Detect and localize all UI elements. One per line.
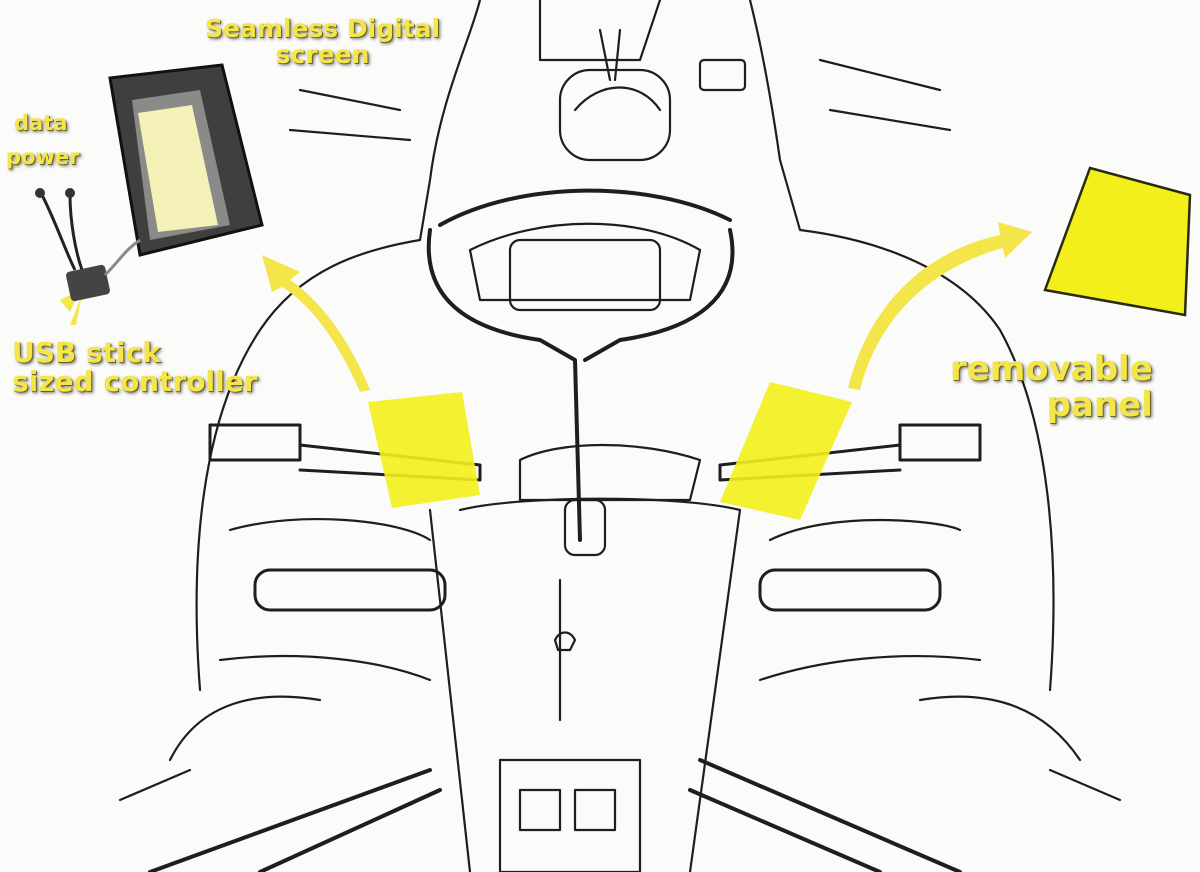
cockpit-opening xyxy=(518,443,702,502)
left-suspension-arms xyxy=(148,768,442,872)
arrow-icon xyxy=(848,222,1032,390)
controller-body xyxy=(66,264,110,302)
sidepod-lower-lines xyxy=(218,654,982,682)
screen-label: Seamless Digital screen xyxy=(205,14,441,70)
right-sidepod-inlet xyxy=(758,568,942,612)
screen-cable xyxy=(103,238,141,277)
panel-label-line2: panel xyxy=(1046,384,1153,425)
left-sidepod-inlet xyxy=(253,568,447,612)
cockpit-rear xyxy=(508,238,662,312)
sketch-lines xyxy=(288,58,952,142)
rear-bodywork-lines xyxy=(168,695,322,762)
front-wing-mount xyxy=(518,788,562,832)
arrow-icon xyxy=(60,110,196,325)
sidepod-upper-lines xyxy=(228,518,962,542)
left-bodywork xyxy=(195,0,482,692)
halo xyxy=(426,228,735,542)
screen-display xyxy=(138,105,218,232)
power-connector xyxy=(65,188,75,198)
screen-label-line2: screen xyxy=(275,40,370,70)
right-bodywork xyxy=(748,0,1055,692)
cockpit-rear xyxy=(468,222,702,302)
airbox xyxy=(538,0,662,62)
panel-label: removable panel xyxy=(950,349,1153,425)
camera-pod xyxy=(698,58,747,92)
halo-top xyxy=(438,188,732,227)
data-power-cables xyxy=(40,194,84,271)
controller-label: USB stick sized controller xyxy=(12,338,258,397)
halo-pillar-base xyxy=(563,498,607,557)
rear-bodywork-lines xyxy=(918,695,1082,762)
front-wing-mount xyxy=(573,788,617,832)
nose-detail xyxy=(553,578,577,722)
arrow-icon xyxy=(262,255,370,392)
left-panel-highlight xyxy=(368,392,480,508)
engine-cover-intake xyxy=(573,86,662,112)
controller-label-line1: USB stick xyxy=(12,336,161,369)
removable-panel-illustration xyxy=(1043,166,1192,317)
digital-screen-device xyxy=(108,63,264,257)
data-label: data xyxy=(14,111,68,135)
front-wing-mount xyxy=(498,758,642,872)
data-connector xyxy=(35,188,45,198)
right-panel-highlight xyxy=(720,382,852,520)
usb-controller xyxy=(35,188,141,302)
panel-label-line1: removable xyxy=(950,349,1153,389)
power-label: power xyxy=(6,145,80,169)
airbox-strut xyxy=(598,28,622,82)
controller-label-line2: sized controller xyxy=(12,365,258,399)
screen-label-line1: Seamless Digital xyxy=(205,14,441,43)
right-suspension-arms xyxy=(688,758,962,872)
arrows xyxy=(60,110,1032,392)
rear-bodywork-lines xyxy=(118,768,1122,802)
engine-cover-intake xyxy=(558,68,672,162)
